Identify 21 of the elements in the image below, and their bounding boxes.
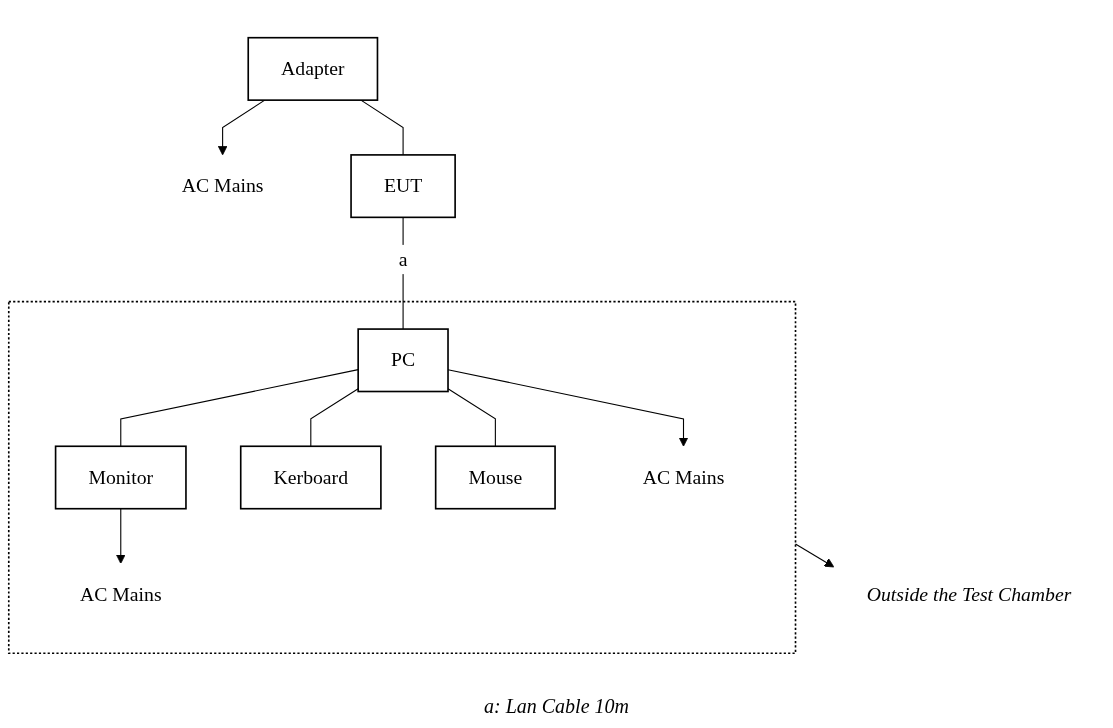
node-text: AC Mains xyxy=(79,583,162,606)
cluster xyxy=(7,300,797,655)
connector xyxy=(447,388,496,447)
node-box: Adapter xyxy=(247,36,379,101)
arrow xyxy=(217,99,266,156)
node-box: Monitor xyxy=(54,445,187,510)
arrow xyxy=(115,508,126,564)
node-box: PC xyxy=(357,328,449,393)
node-box: Mouse xyxy=(434,445,556,510)
node-box: Kerboard xyxy=(239,445,382,510)
connector xyxy=(120,369,359,447)
arrow xyxy=(794,543,835,568)
arrow xyxy=(447,369,689,447)
connector xyxy=(360,99,404,156)
note-text: a: Lan Cable 10m xyxy=(484,695,629,718)
connector xyxy=(310,388,359,447)
edge-label: a xyxy=(398,248,408,270)
node-text: Outside the Test Chamber xyxy=(866,583,1072,606)
node-text: AC Mains xyxy=(642,465,725,488)
node-text: AC Mains xyxy=(181,174,264,197)
node-box: EUT xyxy=(350,154,456,219)
